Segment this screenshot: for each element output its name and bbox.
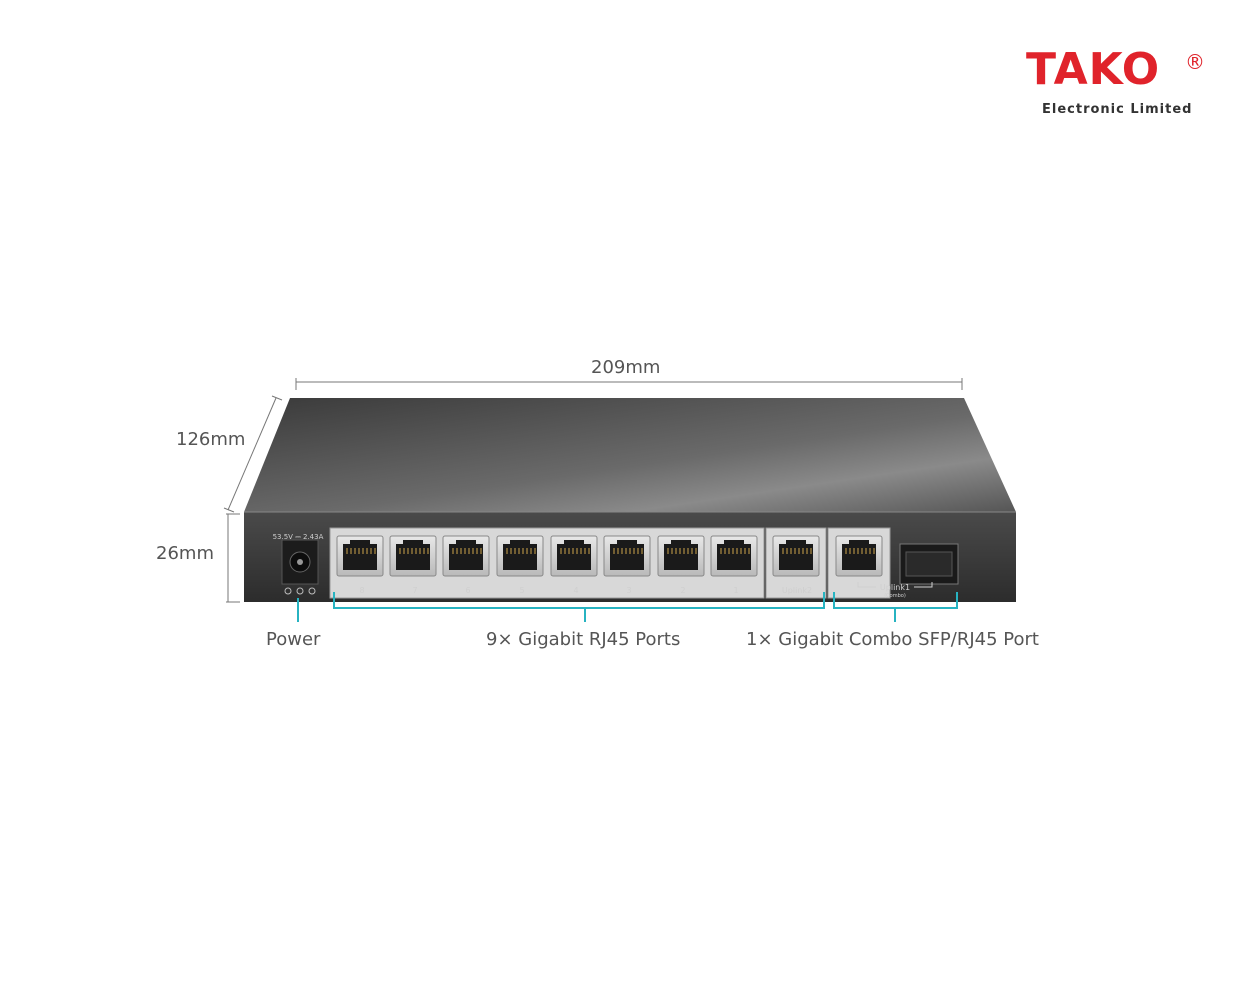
power-jack — [281, 539, 319, 585]
rj45-port-4 — [550, 535, 598, 577]
rj45-port-5 — [496, 535, 544, 577]
sfp-slot — [899, 543, 959, 585]
port-number-7: 7 — [412, 586, 417, 595]
height-dimension-line — [226, 513, 240, 603]
logo-subtitle: Electronic Limited — [1042, 102, 1193, 117]
tako-logo: TAKO ® Electronic Limited — [1022, 48, 1222, 123]
rj45-callout-bracket — [333, 592, 825, 609]
port-number-5: 5 — [519, 586, 524, 595]
power-callout-label: Power — [266, 629, 321, 650]
port-number-6: 6 — [465, 586, 470, 595]
rj45-port-8 — [336, 535, 384, 577]
port-number-2: 2 — [680, 586, 685, 595]
rj45-callout-label: 9× Gigabit RJ45 Ports — [486, 629, 681, 650]
port-number-8: 8 — [359, 586, 364, 595]
switch-top-panel — [244, 398, 1016, 512]
rj45-port-uplink2 — [772, 535, 820, 577]
width-label: 209mm — [591, 357, 661, 378]
combo-callout-label: 1× Gigabit Combo SFP/RJ45 Port — [746, 629, 1039, 650]
height-label: 26mm — [156, 543, 214, 564]
width-dimension-line — [295, 378, 963, 390]
uplink1-sublabel: (Combo) — [884, 593, 906, 599]
uplink2-label: Uplink2 — [782, 586, 812, 595]
port-number-1: 1 — [733, 586, 738, 595]
uplink1-label: Uplink1 — [880, 583, 910, 592]
rj45-port-1 — [710, 535, 758, 577]
rj45-port-3 — [603, 535, 651, 577]
rj45-port-7 — [389, 535, 437, 577]
uplink1-bracket — [857, 582, 933, 588]
port-number-4: 4 — [573, 586, 578, 595]
registered-mark: ® — [1185, 50, 1205, 74]
logo-wordmark: TAKO — [1026, 44, 1161, 95]
polarity-icon — [284, 587, 316, 595]
rj45-port-uplink1 — [835, 535, 883, 577]
rj45-port-2 — [657, 535, 705, 577]
depth-label: 126mm — [176, 429, 246, 450]
depth-dimension-line — [223, 395, 283, 513]
port-number-3: 3 — [626, 586, 631, 595]
rj45-port-6 — [442, 535, 490, 577]
power-rating: 53.5V ⎓ 2.43A — [273, 533, 324, 541]
